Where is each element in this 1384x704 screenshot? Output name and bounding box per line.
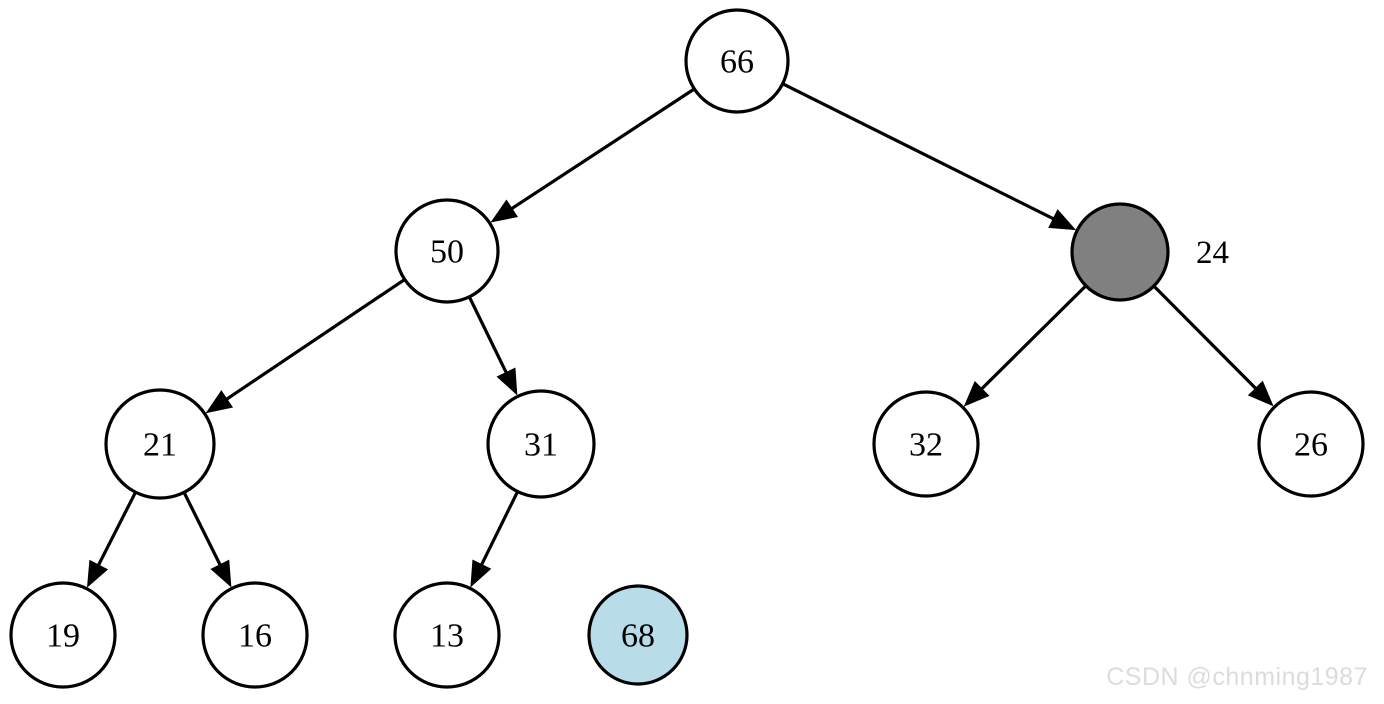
node-circle[interactable] <box>872 390 980 498</box>
node-label: 21 <box>143 427 177 464</box>
tree-node[interactable]: 31 <box>486 389 596 499</box>
edge-arrowhead <box>963 380 990 407</box>
tree-edge <box>782 82 1058 222</box>
node-circle[interactable] <box>201 581 309 689</box>
edge-arrowhead <box>1247 380 1274 407</box>
node-label: 66 <box>720 44 754 81</box>
tree-node[interactable]: 16 <box>201 581 309 689</box>
tree-edge <box>468 297 510 377</box>
node-circle[interactable] <box>587 584 689 686</box>
node-label: 50 <box>430 234 464 271</box>
node-label: 68 <box>621 618 655 655</box>
edge-arrowhead <box>1048 209 1077 231</box>
node-label: 31 <box>524 427 558 464</box>
node-circle[interactable] <box>393 581 501 689</box>
tree-node[interactable]: 13 <box>393 581 501 689</box>
tree-node[interactable]: 32 <box>872 390 980 498</box>
node-label: 13 <box>430 618 464 655</box>
tree-node[interactable]: 21 <box>104 388 216 500</box>
node-circle[interactable] <box>104 388 216 500</box>
edges-layer <box>87 82 1274 588</box>
tree-node[interactable]: 50 <box>394 198 500 304</box>
node-circle[interactable] <box>394 198 500 304</box>
tree-node[interactable]: 19 <box>9 581 117 689</box>
node-circle[interactable] <box>9 581 117 689</box>
node-label: 19 <box>46 618 80 655</box>
node-label: 16 <box>238 618 272 655</box>
watermark-label: CSDN @chnming1987 <box>1106 663 1368 691</box>
node-circle[interactable] <box>684 8 790 114</box>
node-circle[interactable] <box>1257 390 1365 498</box>
side-labels-layer: 24 <box>1196 235 1229 271</box>
tree-edge <box>978 285 1087 393</box>
tree-edge <box>95 492 137 569</box>
edge-arrowhead <box>496 367 518 396</box>
edge-arrowhead <box>205 390 234 414</box>
node-side-label: 24 <box>1196 235 1229 271</box>
edge-arrowhead <box>87 559 109 588</box>
tree-edge <box>183 492 224 569</box>
tree-edge <box>1153 285 1260 392</box>
tree-edge <box>508 88 695 212</box>
node-label: 26 <box>1294 427 1328 464</box>
tree-node[interactable] <box>1070 202 1170 302</box>
edge-arrowhead <box>210 559 232 588</box>
edge-arrowhead <box>490 199 518 223</box>
nodes-layer: 66 50 21 31 32 26 19 16 13 68 <box>9 8 1365 689</box>
node-circle[interactable] <box>486 389 596 499</box>
tree-node[interactable]: 68 <box>587 584 689 686</box>
node-label: 32 <box>909 427 943 464</box>
edge-arrowhead <box>470 559 492 588</box>
node-circle[interactable] <box>1070 202 1170 302</box>
tree-node[interactable]: 66 <box>684 8 790 114</box>
tree-edge <box>478 491 519 569</box>
tree-node[interactable]: 26 <box>1257 390 1365 498</box>
tree-edge <box>223 278 405 403</box>
